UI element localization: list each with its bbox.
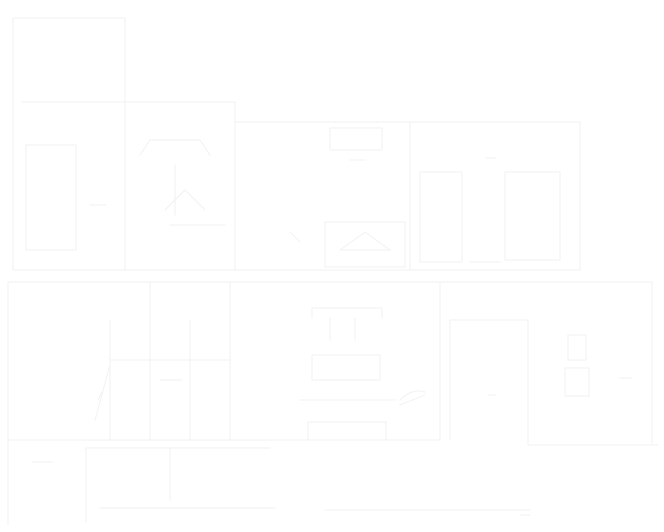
lower-right-fixtures [449, 319, 633, 441]
door-leaf [94, 364, 111, 421]
sink-triangle [339, 231, 392, 251]
right-cabinet [419, 157, 561, 263]
table-block [311, 354, 381, 381]
wardrobe [25, 144, 107, 251]
lower-center-fixtures [299, 307, 426, 441]
counter-top [329, 127, 383, 151]
bench-block [307, 421, 387, 441]
bed-fixture [139, 139, 226, 226]
diagonal-stroke [289, 231, 301, 243]
door-arc [399, 390, 426, 401]
central-room-fixture [289, 127, 406, 268]
wardrobe-outline [25, 144, 77, 251]
upper-wing-walls [12, 17, 581, 271]
sink-block [324, 221, 406, 268]
toilet-bowl [564, 367, 590, 397]
cabinet-outline [419, 171, 463, 263]
bottom-strip [31, 447, 531, 523]
toilet-tank [567, 334, 587, 361]
lower-wing-walls [7, 281, 659, 526]
door-line [399, 394, 426, 406]
cabinet-outline-2 [504, 171, 561, 261]
bed-head [139, 139, 211, 156]
bed-foot [164, 189, 206, 211]
door-swing-left [94, 364, 111, 421]
shelf-top [311, 307, 383, 319]
door-leaf [97, 391, 103, 401]
